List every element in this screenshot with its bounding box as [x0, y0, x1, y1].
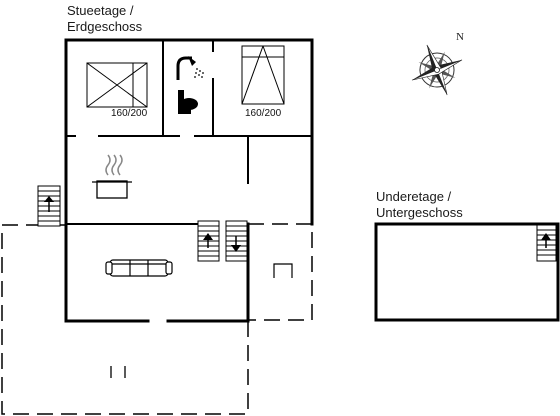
shower-icon: [176, 56, 204, 80]
basement-title-line2: Untergeschoss: [376, 205, 463, 220]
bed-size-label-right: 160/200: [245, 108, 282, 119]
terrace-posts: [110, 366, 126, 378]
bed-icon: [241, 45, 285, 105]
sofa-icon: [105, 259, 173, 277]
stairs-down-icon: [225, 220, 248, 262]
stairs-up-icon: [37, 185, 61, 227]
bed-size-label-left: 160/200: [111, 108, 148, 119]
stairs-up-icon: [536, 224, 557, 262]
terrace-table: [273, 263, 293, 278]
outer-walls: [64, 38, 314, 323]
ground-floor-title-line1: Stueetage /: [67, 3, 134, 18]
toilet-icon: [178, 90, 198, 114]
bed-icon: [86, 62, 148, 108]
terrace-outline: [1, 223, 313, 415]
basement-title-line1: Underetage /: [376, 189, 452, 204]
stairs-up-icon: [197, 220, 220, 262]
basement-outline: [374, 222, 560, 322]
interior-walls: [66, 40, 312, 225]
cooking-pot-icon: [92, 154, 132, 199]
compass-rose-icon: [411, 44, 463, 96]
compass-north-label: N: [456, 31, 464, 43]
ground-floor-title-line2: Erdgeschoss: [67, 19, 143, 34]
